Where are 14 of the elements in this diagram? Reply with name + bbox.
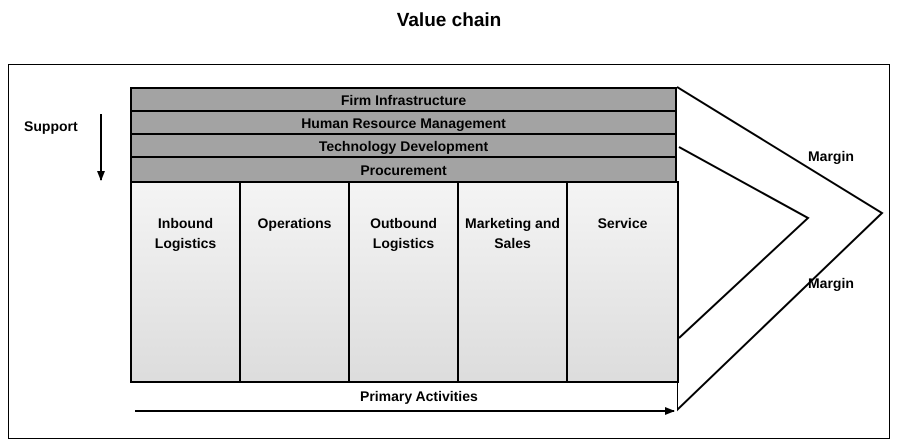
support-activity-band: Human Resource Management — [130, 110, 677, 135]
support-activity-band: Firm Infrastructure — [130, 87, 677, 112]
margin-label: Margin — [808, 148, 854, 164]
primary-activity-column: Service — [566, 181, 679, 383]
axis-label: Support — [24, 118, 78, 134]
margin-label: Margin — [808, 275, 854, 291]
primary-activity-column: Inbound Logistics — [130, 181, 241, 383]
diagram-title: Value chain — [396, 10, 502, 32]
primary-activity-column: Outbound Logistics — [348, 181, 459, 383]
axis-label: Primary Activities — [360, 388, 478, 404]
primary-activity-column: Operations — [239, 181, 350, 383]
support-activity-band: Procurement — [130, 156, 677, 183]
primary-activity-column: Marketing and Sales — [457, 181, 568, 383]
support-activity-band: Technology Development — [130, 133, 677, 158]
